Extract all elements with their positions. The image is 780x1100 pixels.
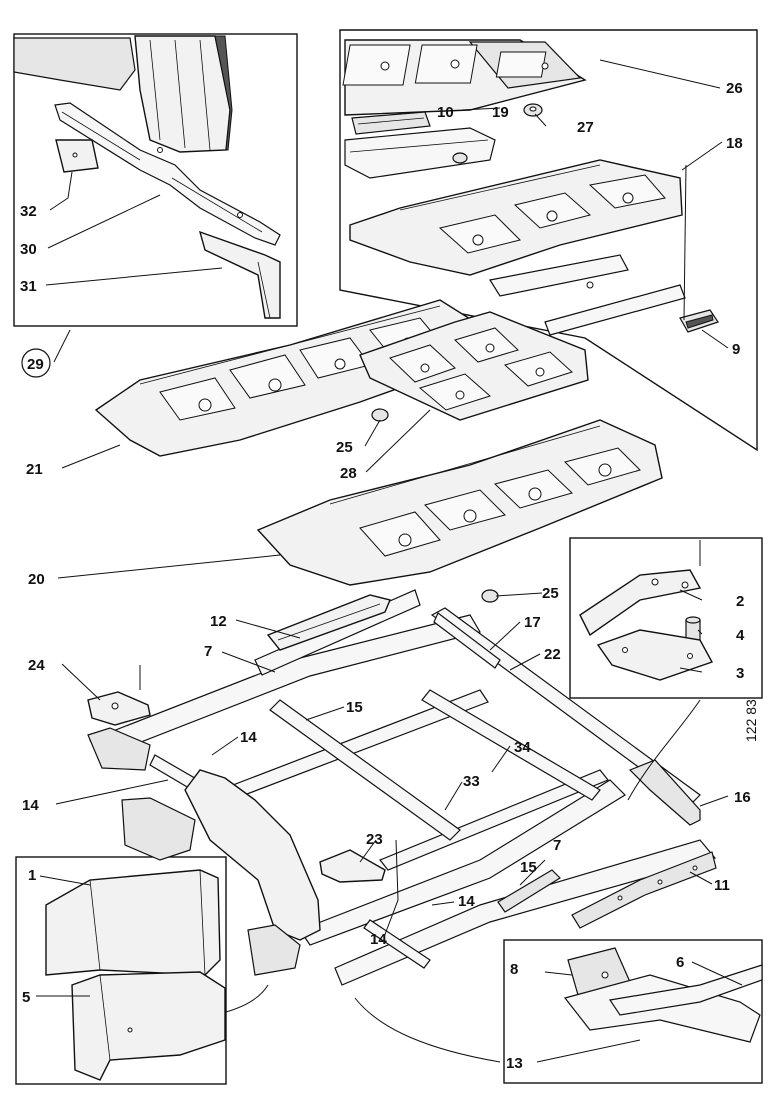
callout-12: 12 [210, 613, 227, 630]
callout-14-a: 14 [240, 729, 257, 746]
inset-frame-mid-right [569, 537, 763, 699]
bottom-right-detail [563, 947, 763, 1043]
callout-13: 13 [506, 1055, 523, 1072]
callout-7-left: 7 [204, 643, 212, 660]
callout-33: 33 [463, 773, 480, 790]
bushing-4 [685, 616, 701, 643]
callout-21: 21 [26, 461, 43, 478]
bracket-10 [351, 111, 431, 135]
reinforcement-24 [87, 691, 151, 726]
callout-1: 1 [28, 867, 36, 884]
callout-8: 8 [510, 961, 518, 978]
callout-15-lower: 15 [520, 859, 537, 876]
callout-6: 6 [676, 954, 684, 971]
callout-18: 18 [726, 135, 743, 152]
callout-25-upper: 25 [336, 439, 353, 456]
callout-25-lower: 25 [542, 585, 559, 602]
callout-31: 31 [20, 278, 37, 295]
nut-27 [523, 103, 543, 117]
callout-27: 27 [577, 119, 594, 136]
callout-14-c: 14 [458, 893, 475, 910]
sill-11 [571, 851, 717, 929]
callout-4: 4 [736, 627, 745, 644]
inset-frame-bottom-right [503, 939, 763, 1084]
bracket-32 [55, 139, 99, 173]
center-floor-20 [256, 419, 663, 586]
reinforcement-12 [266, 594, 391, 651]
callout-34: 34 [514, 739, 531, 756]
callout-32: 32 [20, 203, 37, 220]
rail-lower-tr [489, 254, 686, 336]
clip-9 [679, 309, 719, 333]
callout-10: 10 [437, 104, 454, 121]
side-rail-30 [54, 102, 281, 246]
callout-30: 30 [20, 241, 37, 258]
bracket-2 [579, 569, 702, 637]
rear-floor-18 [349, 159, 683, 276]
callout-28: 28 [340, 465, 357, 482]
callout-5: 5 [22, 989, 30, 1006]
callout-26: 26 [726, 80, 743, 97]
callout-19: 19 [492, 104, 509, 121]
inset-frame-top-left [13, 33, 298, 327]
callout-15-upper: 15 [346, 699, 363, 716]
callout-9: 9 [732, 341, 740, 358]
callout-29: 29 [27, 356, 44, 373]
leader-lines [36, 59, 743, 1063]
figure-number: 122 83 [743, 699, 759, 742]
inset-frame-top-right [339, 29, 758, 452]
callout-23: 23 [366, 831, 383, 848]
inset-frame-bottom-left [15, 856, 227, 1085]
support-31 [198, 230, 281, 319]
plate-3 [596, 629, 714, 681]
pillar-assembly [13, 35, 233, 153]
callout-labels: 32 30 31 29 26 10 19 27 18 9 21 25 28 20… [20, 80, 759, 1072]
callout-29-circle [21, 348, 51, 378]
callout-16: 16 [734, 789, 751, 806]
callout-20: 20 [28, 571, 45, 588]
bracket-15b [497, 869, 561, 913]
callout-7-right: 7 [553, 837, 561, 854]
chassis-frame [87, 589, 717, 986]
nut-25-upper [371, 408, 389, 422]
callout-14-d: 14 [370, 931, 387, 948]
crossmember-19 [344, 127, 496, 179]
callout-3: 3 [736, 665, 744, 682]
callout-24: 24 [28, 657, 45, 674]
sill-end-5 [71, 971, 226, 1081]
callout-2: 2 [736, 593, 744, 610]
cover-1 [45, 869, 221, 976]
bracket-23 [319, 849, 386, 883]
callout-14-b: 14 [22, 797, 39, 814]
callout-22: 22 [544, 646, 561, 663]
rear-floor-upper [342, 39, 587, 116]
bracket-16 [628, 759, 701, 826]
callout-17: 17 [524, 614, 541, 631]
callout-11: 11 [714, 877, 730, 894]
nut-25-lower [481, 589, 499, 603]
floor-section-28 [359, 311, 589, 421]
